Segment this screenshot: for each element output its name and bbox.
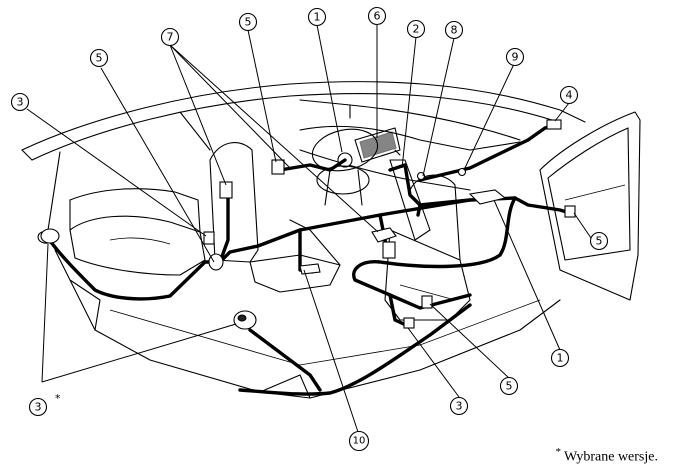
callout-number: 5 (506, 380, 513, 393)
callout-5-bottom: 5 (499, 376, 519, 396)
callout-number: 9 (512, 51, 519, 64)
callout-number: 10 (353, 436, 366, 447)
callout-number: 7 (167, 31, 174, 44)
seat-track-sensor (299, 263, 321, 275)
callout-number: 5 (596, 235, 603, 248)
callout-number: 6 (374, 10, 381, 23)
callout-3-asterisk: * (55, 392, 61, 405)
callout-5-topleft: 5 (89, 48, 109, 68)
footnote: *Wybrane wersje. (555, 446, 658, 466)
wiring-harness (46, 123, 572, 396)
callout-number: 3 (35, 401, 42, 414)
callout-number: 4 (566, 89, 573, 102)
callout-number: 5 (245, 16, 252, 29)
callout-1-bottom: 1 (550, 348, 570, 368)
callout-9: 9 (505, 47, 525, 67)
callout-1-top: 1 (307, 7, 327, 27)
callout-number: 1 (557, 352, 564, 365)
door-sensor-right (564, 205, 576, 218)
callout-number: 1 (314, 11, 321, 24)
callout-number: 8 (451, 24, 458, 37)
pretensioner-left (271, 159, 285, 175)
callout-2: 2 (406, 19, 426, 39)
control-unit-connector (382, 241, 396, 259)
callout-6: 6 (367, 6, 387, 26)
callout-3-left: 3 (10, 92, 30, 112)
curtain-airbag-module (219, 181, 233, 199)
indicator-lamp-9 (457, 167, 467, 177)
callout-3-bottom-left: 3 (28, 397, 48, 417)
leader-lines (26, 24, 592, 433)
front-sensor-right (546, 119, 562, 130)
components (37, 119, 576, 330)
side-airbag-module-rear (203, 231, 215, 245)
callout-5-right: 5 (589, 231, 609, 251)
callout-4: 4 (559, 85, 579, 105)
callout-number: 3 (456, 400, 463, 413)
callout-number: 5 (96, 52, 103, 65)
passenger-airbag-module (468, 189, 507, 205)
callout-8: 8 (444, 20, 464, 40)
footnote-mark: * (555, 446, 561, 459)
seat-sensor-passenger (421, 295, 433, 309)
callout-number: 2 (413, 23, 420, 36)
seat-sensor-rear (208, 253, 224, 271)
callout-5-topmid: 5 (238, 12, 258, 32)
callout-7: 7 (160, 27, 180, 47)
seat-belt-sensor (403, 317, 415, 329)
indicator-lamp-8 (416, 171, 426, 181)
callout-10: 10 (348, 430, 370, 452)
callout-number: 3 (17, 96, 24, 109)
callout-3-bottom-mid: 3 (449, 396, 469, 416)
rear-left-sensor (40, 228, 60, 244)
footnote-text: Wybrane wersje. (563, 450, 658, 465)
